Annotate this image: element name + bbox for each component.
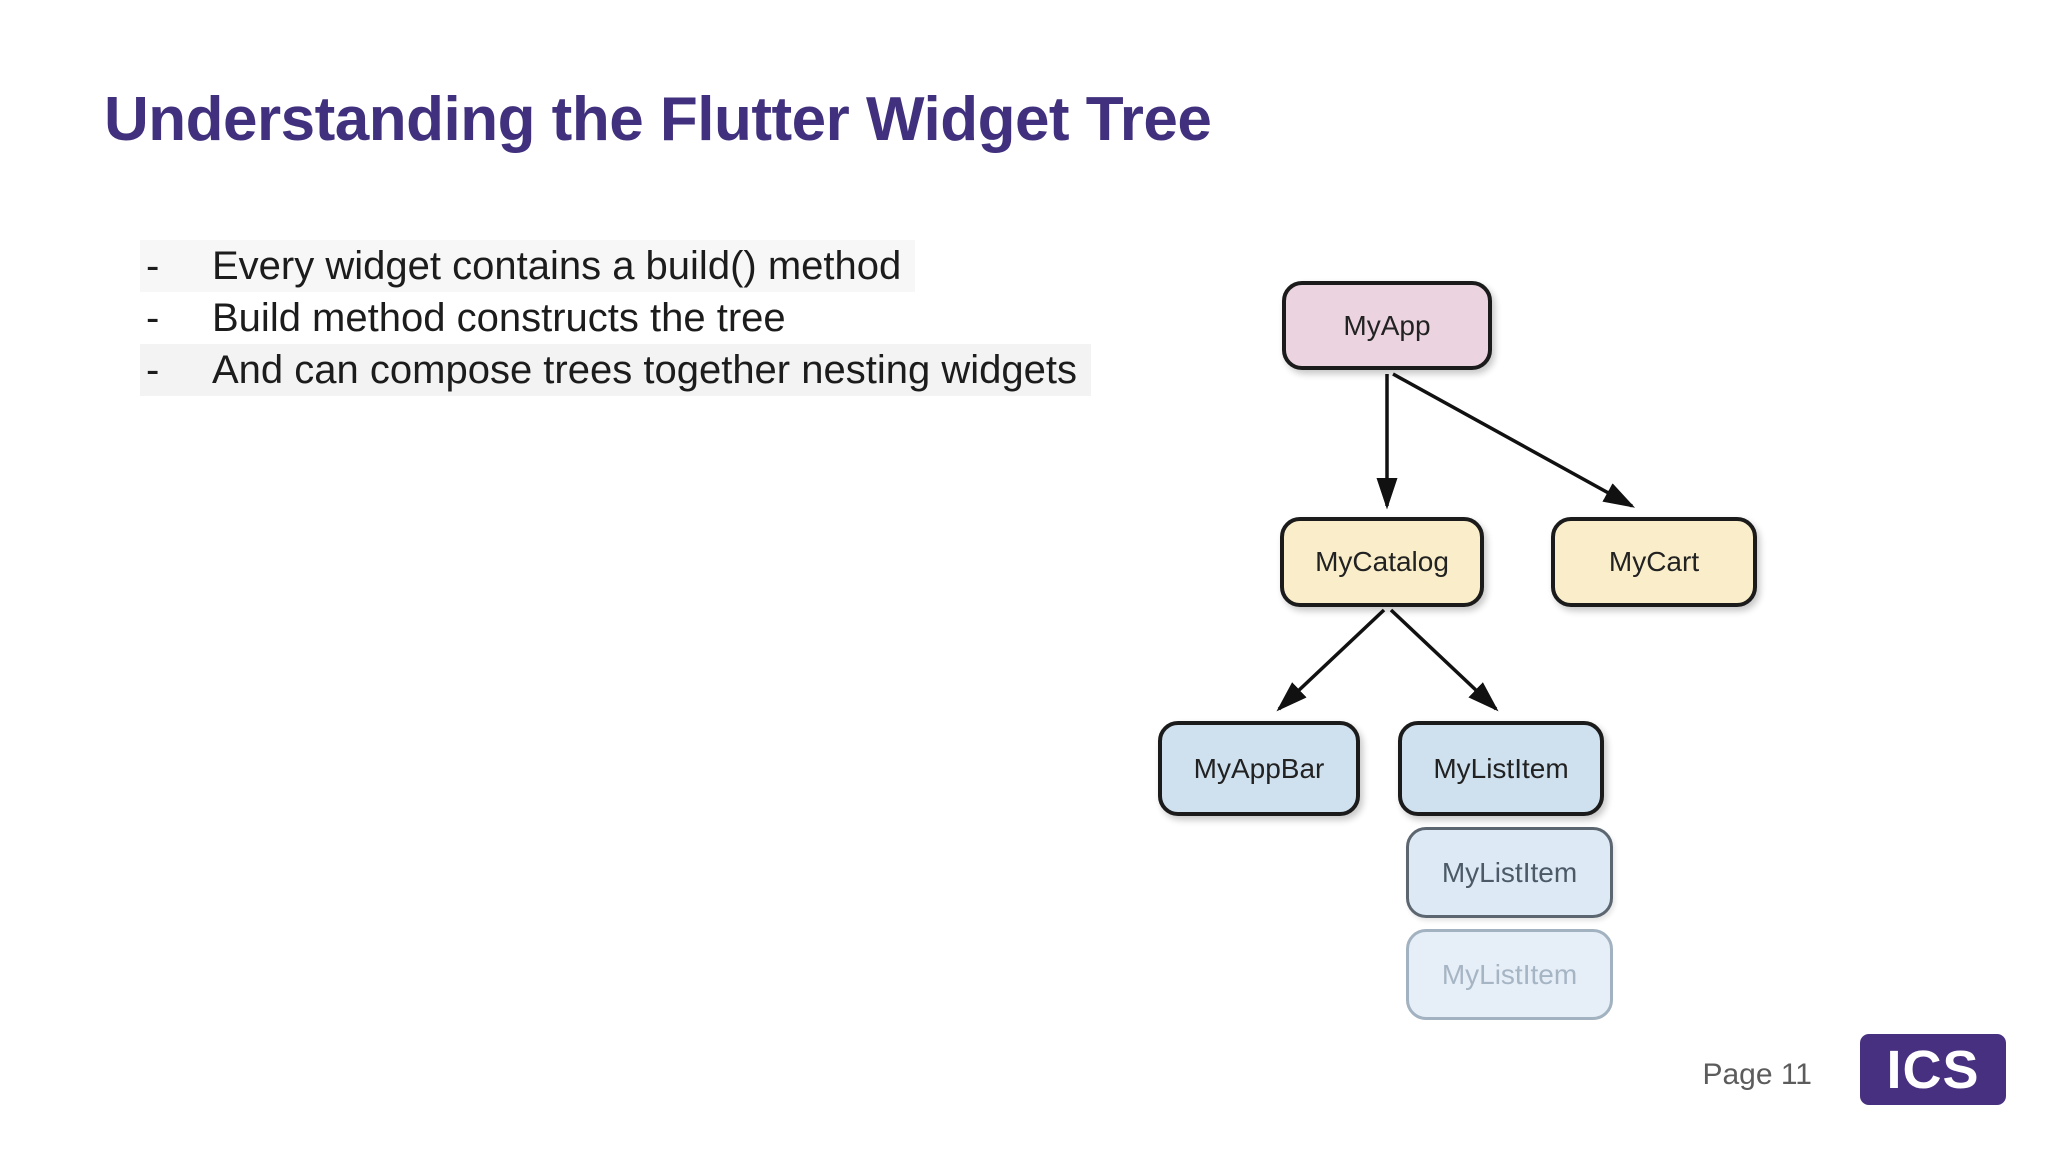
tree-node-myappbar: MyAppBar: [1158, 721, 1360, 816]
tree-node-mycart: MyCart: [1551, 517, 1757, 607]
node-label: MyListItem: [1441, 856, 1578, 888]
tree-node-myapp: MyApp: [1282, 281, 1492, 370]
node-label: MyListItem: [1433, 752, 1569, 784]
bullet-dash: -: [146, 296, 160, 340]
bullet-text: And can compose trees together nesting w…: [212, 348, 1077, 392]
bullet-item: - Build method constructs the tree: [140, 292, 800, 344]
bullet-dash: -: [146, 348, 160, 392]
bullet-item: - Every widget contains a build() method: [140, 240, 916, 292]
tree-node-mycatalog: MyCatalog: [1280, 517, 1484, 607]
bullet-text: Every widget contains a build() method: [212, 244, 902, 288]
bullet-list: - Every widget contains a build() method…: [140, 240, 1091, 396]
edge-mycatalog-mylistitem: [1389, 608, 1499, 712]
bullet-item: - And can compose trees together nesting…: [140, 344, 1091, 396]
tree-node-mylistitem-3: MyListItem: [1406, 929, 1613, 1020]
tree-node-mylistitem-1: MyListItem: [1398, 721, 1604, 816]
page-title: Understanding the Flutter Widget Tree: [104, 85, 1212, 154]
tree-node-mylistitem-2: MyListItem: [1406, 827, 1613, 918]
node-label: MyCatalog: [1315, 546, 1449, 577]
page-number: Page 11: [1702, 1058, 1812, 1091]
node-label: MyAppBar: [1193, 752, 1325, 784]
ics-logo: ICS: [1860, 1034, 2006, 1105]
node-label: MyListItem: [1441, 958, 1578, 990]
node-label: MyApp: [1343, 309, 1431, 341]
edge-mycatalog-myappbar: [1276, 608, 1386, 712]
bullet-text: Build method constructs the tree: [212, 296, 786, 340]
node-label: MyCart: [1608, 546, 1700, 577]
bullet-dash: -: [146, 244, 160, 288]
edge-myapp-mycart: [1392, 372, 1636, 508]
